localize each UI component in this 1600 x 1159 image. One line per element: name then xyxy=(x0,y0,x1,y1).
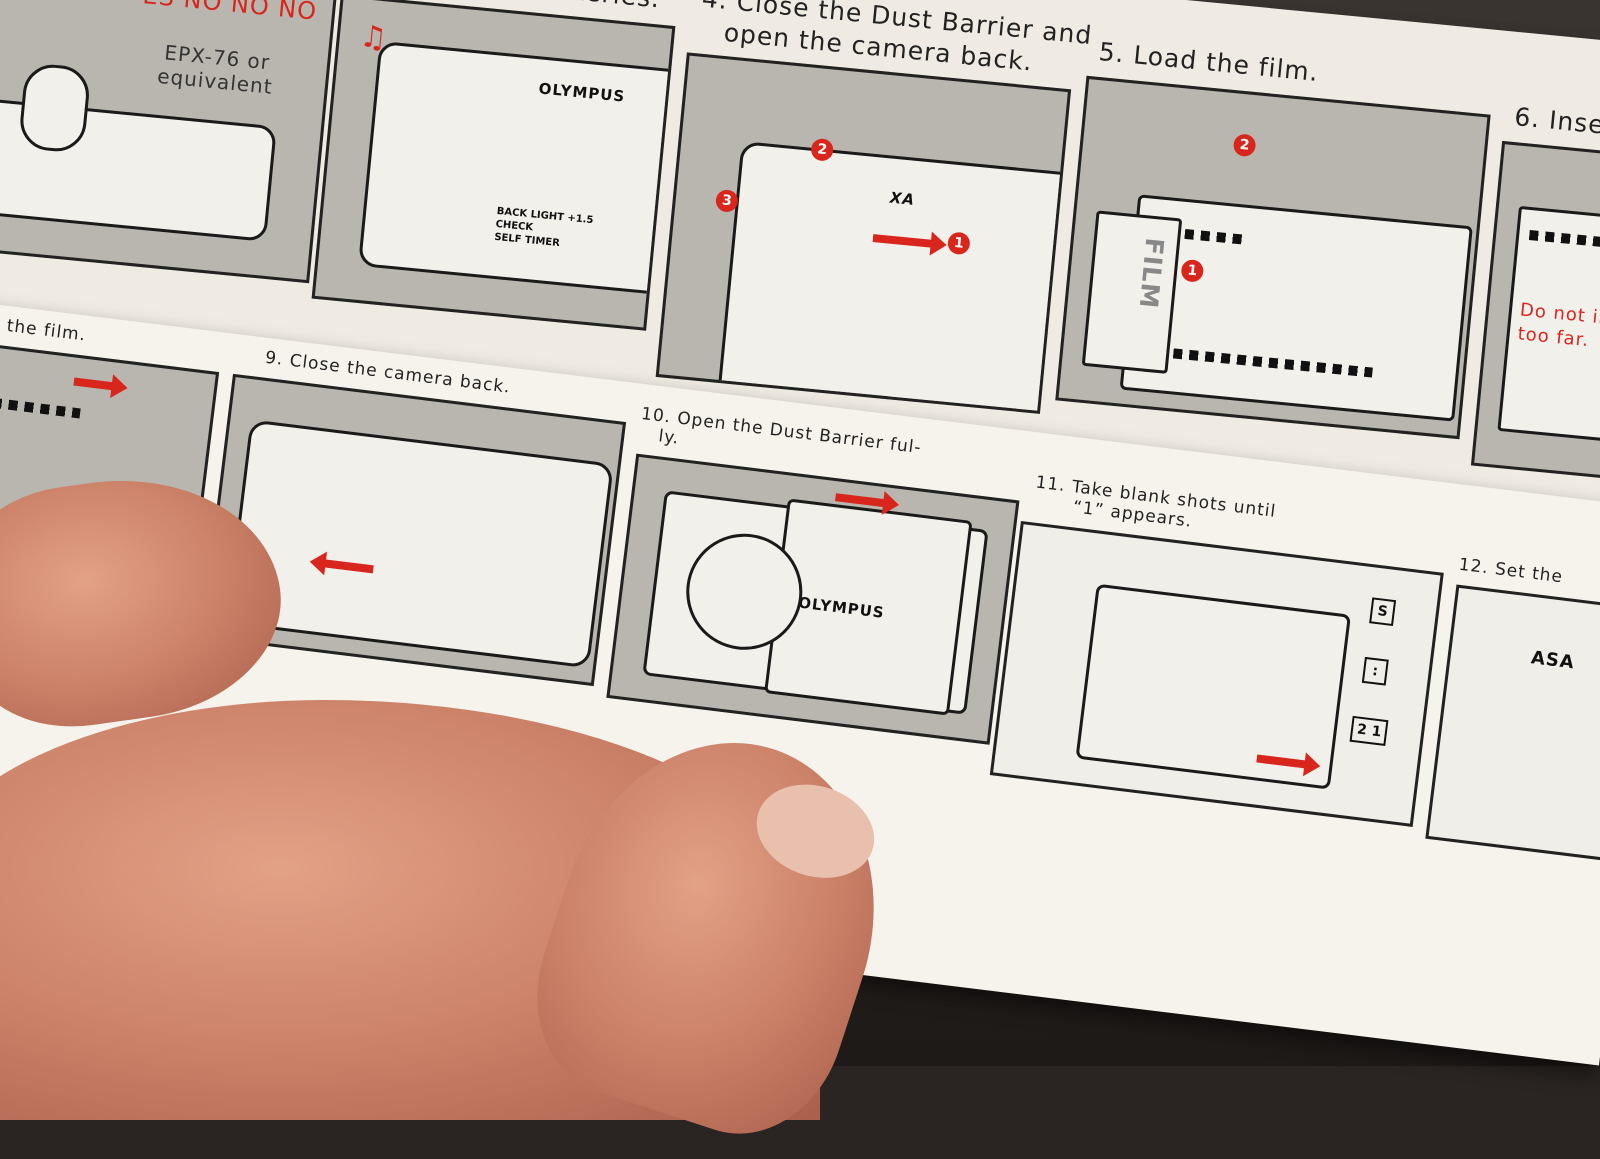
step10-title-line2: ly. xyxy=(657,426,681,449)
panel-load-film: FILM 1 2 xyxy=(1055,75,1491,440)
film-perforations xyxy=(1528,229,1600,258)
step8-title: en the film. xyxy=(0,312,88,346)
camera-illustration xyxy=(225,419,614,669)
panel-dust-barrier: XA 1 2 3 xyxy=(655,52,1072,414)
panel-blank-shots: S : 2 1 xyxy=(989,520,1444,827)
camera-illustration: OLYMPUS BACK LIGHT +1.5 CHECK SELF TIMER xyxy=(357,40,676,298)
olympus-logo: OLYMPUS xyxy=(537,79,627,106)
step6-title: 6. Inse xyxy=(1513,102,1600,140)
step12-title: 12. Set the xyxy=(1457,554,1565,588)
asa-label: ASA xyxy=(1529,647,1576,674)
check-label: CHECK xyxy=(495,218,534,234)
film-cartridge: FILM xyxy=(1081,210,1183,374)
panel-set-asa: ASA xyxy=(1425,584,1600,864)
panel-insert-film: Do not in too far. xyxy=(1470,140,1600,486)
counter-dot: : xyxy=(1361,656,1389,686)
panel-batteries: ES NO NO NO EPX-76 or equivalent xyxy=(0,0,339,284)
film-perforations xyxy=(0,393,81,419)
film-label: FILM xyxy=(1133,236,1170,311)
step-marker-2: 2 xyxy=(1232,133,1257,158)
counter-s: S xyxy=(1369,597,1397,627)
step10-title-line1: 10. Open the Dust Barrier ful- xyxy=(639,403,923,459)
panel-check-batteries: OLYMPUS BACK LIGHT +1.5 CHECK SELF TIMER… xyxy=(311,0,676,331)
battery-warning: ES NO NO NO xyxy=(141,0,319,26)
note-line2: too far. xyxy=(1516,323,1591,352)
camera-illustration: OLYMPUS xyxy=(642,490,989,716)
olympus-logo: OLYMPUS xyxy=(797,593,886,622)
battery-type-label: EPX-76 or equivalent xyxy=(156,40,274,99)
counter-1: 2 1 xyxy=(1349,715,1389,747)
panel-open-dust-barrier: OLYMPUS xyxy=(606,453,1020,745)
film-illustration: Do not in too far. xyxy=(1497,205,1600,451)
self-timer-label: SELF TIMER xyxy=(493,231,561,250)
xa-logo: XA xyxy=(889,188,916,209)
arrow-icon xyxy=(73,377,115,391)
camera-illustration: XA xyxy=(716,141,1072,414)
music-note-icon: ♫ xyxy=(358,19,390,57)
